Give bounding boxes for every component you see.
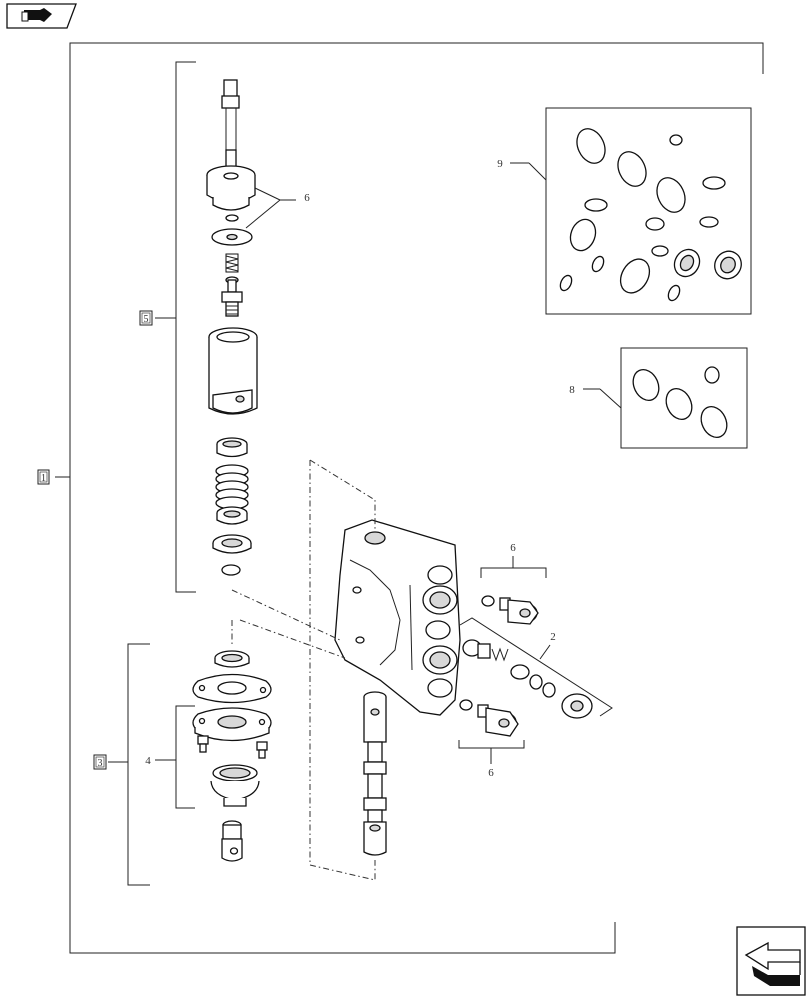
check-valve-upper <box>481 595 539 625</box>
flange-gasket <box>192 673 272 704</box>
callout-6-bottom-bracket: 6 <box>458 740 525 779</box>
callout-5: 5 <box>144 314 149 325</box>
plunger <box>221 276 243 317</box>
assembly-frame <box>55 42 764 954</box>
solenoid-coil <box>206 165 256 211</box>
spring-large <box>215 464 249 510</box>
spring-small <box>225 253 239 273</box>
relief-cartridge <box>459 617 613 719</box>
cap-screw-right <box>256 741 268 759</box>
callout-5-bracket: 5 <box>139 61 196 593</box>
callout-4: 4 <box>145 755 151 767</box>
seal-washer <box>212 534 252 554</box>
callout-6-right-bracket: 6 <box>480 542 547 578</box>
seal-kit-8-rings <box>632 366 728 439</box>
solenoid-connector <box>221 79 240 171</box>
o-ring <box>221 564 241 576</box>
flange-plate <box>192 707 272 742</box>
cap-screw-left <box>197 735 209 753</box>
spool <box>363 691 387 856</box>
spring-seat-upper <box>216 437 248 458</box>
valve-body <box>334 519 461 716</box>
seal-kit-8: 8 <box>569 347 748 449</box>
callout-1: 1 <box>41 473 46 484</box>
o-ring-small <box>225 214 239 222</box>
callout-3: 3 <box>98 758 103 769</box>
washer <box>211 228 253 246</box>
seal-kit-9-rings <box>559 128 742 302</box>
callout-6-top: 6 <box>304 192 310 204</box>
spool-end-fitting <box>221 820 243 862</box>
callout-6-right: 6 <box>510 542 516 554</box>
callout-6-bottom: 6 <box>488 767 494 779</box>
callout-9: 9 <box>497 158 503 170</box>
next-page-arrow-icon[interactable] <box>736 926 806 996</box>
callout-1-box: 1 <box>37 469 50 485</box>
callout-2-leader: 2 <box>539 631 556 660</box>
seal-ring-lower <box>214 650 250 668</box>
callout-8: 8 <box>569 384 575 396</box>
spring-seat-lower <box>216 506 248 525</box>
book-arrow-icon[interactable] <box>6 3 77 29</box>
valve-housing <box>208 327 258 415</box>
alignment-lines <box>231 459 376 881</box>
callout-2: 2 <box>550 631 556 643</box>
callout-4-bracket: 4 <box>145 705 195 809</box>
check-valve-lower <box>459 699 519 737</box>
callout-6-top-leader: 6 <box>245 187 310 229</box>
seal-kit-9: 9 <box>497 107 752 315</box>
callout-3-bracket: 3 <box>93 643 150 886</box>
end-cap <box>210 764 260 807</box>
